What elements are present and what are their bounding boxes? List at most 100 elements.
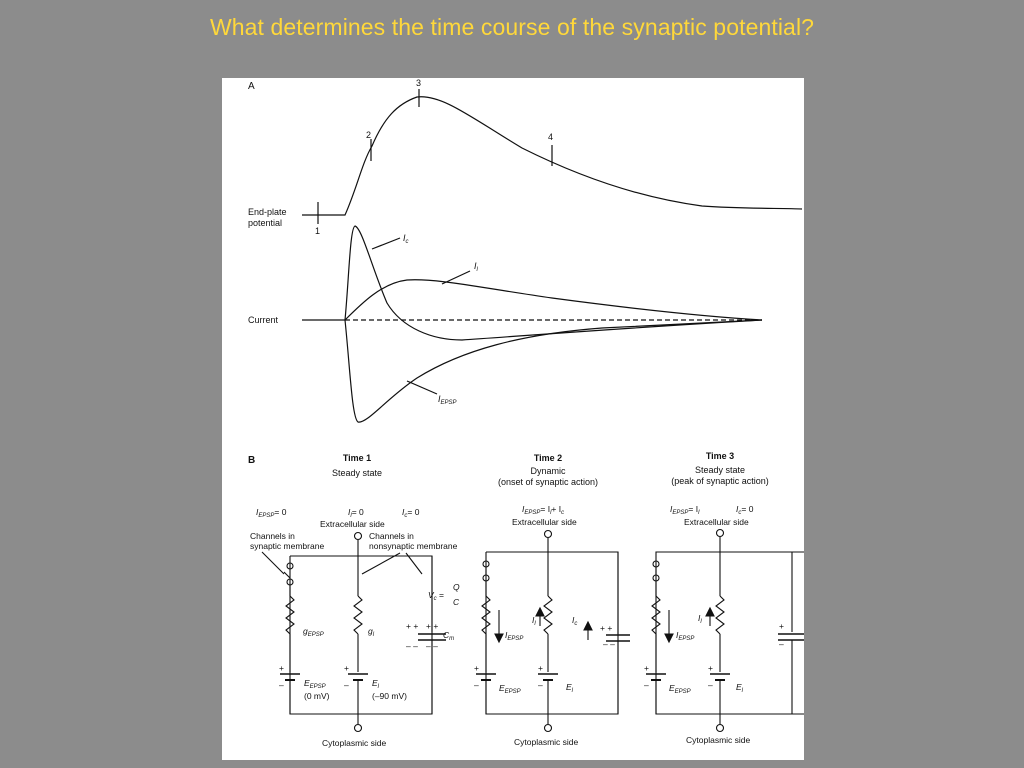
iepsp-curve (344, 319, 763, 423)
epp-label-line2: potential (248, 218, 282, 228)
time1-channels-syn-2: synaptic membrane (250, 541, 324, 551)
time3-subtitle1: Steady state (695, 465, 745, 475)
marker-2-label: 2 (366, 130, 371, 140)
time3-bottom-terminal (715, 723, 725, 733)
time3-eq2: Ic= 0 (736, 504, 754, 516)
time1-circuit: Time 1 Steady state IEPSP= 0 Il= 0 Ic= 0… (250, 453, 460, 748)
time1-g-epsp-resistor (285, 595, 295, 635)
iepsp-leader (406, 380, 438, 395)
time1-e-epsp: EEPSP (304, 678, 326, 690)
time3-batt2-plus: + (708, 663, 713, 673)
marker-3-label: 3 (416, 78, 421, 88)
time3-cap-minus: – (779, 639, 784, 649)
ic-curve (344, 225, 763, 341)
time1-g-l-resistor (353, 595, 363, 635)
time1-eq-ic: Ic= 0 (402, 507, 420, 519)
panel-b-label: B (248, 455, 255, 466)
panel-a-text: End-plate potential Current 1 2 3 4 Ic I… (248, 78, 553, 406)
iepsp-label: IEPSP (438, 394, 457, 406)
time1-minus-minus-left: – – (406, 641, 418, 651)
time3-circuit: Time 3 Steady state (peak of synaptic ac… (644, 451, 804, 745)
time3-top-terminal (715, 528, 725, 538)
time2-cap-plus: + + (600, 623, 612, 633)
time1-extracellular: Extracellular side (320, 519, 385, 529)
time1-g-l: gl (368, 626, 375, 638)
time2-batt1-plus: + (474, 663, 479, 673)
time1-cytoplasmic: Cytoplasmic side (322, 738, 387, 748)
time1-nonsyn-pointer-2 (405, 552, 423, 575)
panel-a: A (248, 81, 803, 423)
time1-e-l-val: (–90 mV) (372, 691, 407, 701)
time1-e-epsp-val: (0 mV) (304, 691, 330, 701)
time1-syn-pointer (261, 551, 285, 575)
time1-top-terminal (353, 531, 363, 541)
panel-a-label: A (248, 81, 255, 92)
time2-e-l: El (566, 682, 574, 694)
marker-4-label: 4 (548, 132, 553, 142)
time1-batt2-minus: – (344, 680, 349, 690)
time2-il-arrowhead (535, 606, 545, 617)
time2-iepsp-arrowhead (494, 633, 504, 644)
il-curve (344, 279, 763, 321)
time2-ic-label: Ic (572, 615, 577, 627)
time3-batt1-plus: + (644, 663, 649, 673)
time1-eq-il: Il= 0 (348, 507, 364, 519)
time3-outer-loop (655, 551, 804, 715)
time1-bottom-terminal (353, 723, 363, 733)
time3-g-epsp-resistor (651, 595, 661, 635)
time3-cytoplasmic: Cytoplasmic side (686, 735, 751, 745)
time1-batt2-plus: + (344, 663, 349, 673)
time1-vc-num: Q (453, 582, 460, 592)
time1-batt1-minus: – (279, 680, 284, 690)
time3-cap-plus: + (779, 621, 784, 631)
time2-batt2-minus: – (538, 680, 543, 690)
figure: A End-plate potential Current 1 2 3 4 Ic… (222, 78, 804, 760)
time1-g-epsp: gEPSP (303, 626, 324, 638)
ic-label: Ic (403, 233, 409, 245)
time2-cap-minus: – – (603, 639, 615, 649)
time3-title: Time 3 (706, 451, 734, 461)
time1-switch-lever (283, 571, 291, 579)
time1-channels-nonsyn-2: nonsynaptic membrane (369, 541, 458, 551)
time1-subtitle: Steady state (332, 468, 382, 478)
il-leader (441, 270, 471, 285)
epp-label-line1: End-plate (248, 207, 287, 217)
time3-e-l: El (736, 682, 744, 694)
end-plate-potential-curve (302, 96, 803, 216)
time3-g-l-resistor (715, 595, 725, 635)
time3-il-arrowhead (705, 606, 715, 617)
time1-e-l: El (372, 678, 380, 690)
time3-il-label: Il (698, 613, 702, 625)
time2-subtitle1: Dynamic (530, 466, 566, 476)
time2-top-terminal (543, 529, 553, 539)
current-label: Current (248, 315, 279, 325)
time1-vc-den: C (453, 597, 460, 607)
time3-subtitle2: (peak of synaptic action) (671, 476, 769, 486)
time1-cm: Cm (443, 630, 454, 642)
time2-extracellular: Extracellular side (512, 517, 577, 527)
time3-iepsp-arrowhead (664, 633, 674, 644)
time2-ic-arrowhead (583, 620, 593, 631)
time3-batt2-minus: – (708, 680, 713, 690)
time1-channels-nonsyn-1: Channels in (369, 531, 414, 541)
time2-il-label: Il (532, 615, 536, 627)
time2-g-epsp-resistor (481, 595, 491, 635)
time2-g-l-resistor (543, 595, 553, 635)
time3-batt1-minus: – (644, 680, 649, 690)
figure-background (222, 78, 804, 760)
time2-batt1-minus: – (474, 680, 479, 690)
synaptic-figure: A End-plate potential Current 1 2 3 4 Ic… (222, 78, 804, 760)
time1-switch-top (286, 562, 294, 570)
marker-1-label: 1 (315, 226, 320, 236)
time2-bottom-terminal (543, 723, 553, 733)
time1-plus-plus-left: + + (406, 621, 418, 631)
time1-title: Time 1 (343, 453, 371, 463)
time2-subtitle2: (onset of synaptic action) (498, 477, 598, 487)
time1-batt1-plus: + (279, 663, 284, 673)
time2-batt2-plus: + (538, 663, 543, 673)
slide-title: What determines the time course of the s… (209, 14, 815, 40)
time2-title: Time 2 (534, 453, 562, 463)
time1-channels-syn-1: Channels in (250, 531, 295, 541)
il-label: Il (474, 261, 479, 273)
time3-extracellular: Extracellular side (684, 517, 749, 527)
